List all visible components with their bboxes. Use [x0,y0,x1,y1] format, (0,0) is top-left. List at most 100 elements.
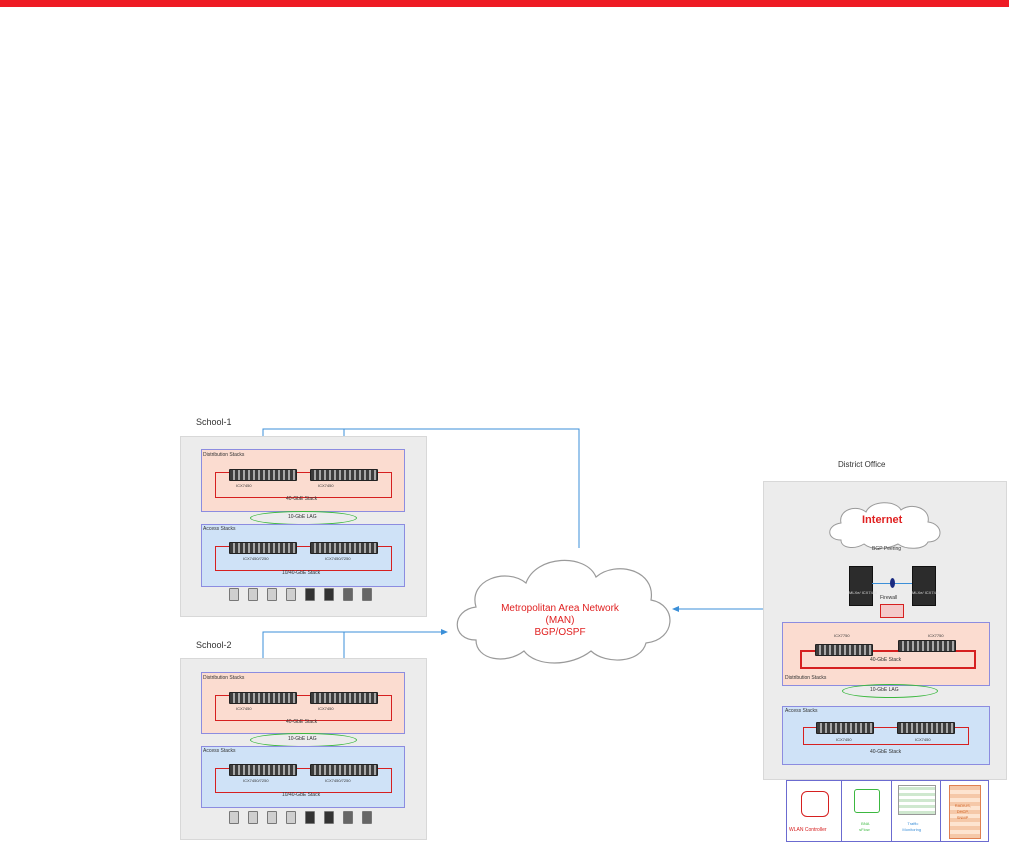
school1-dist-sw-right-label: ICX7450 [318,483,334,488]
district-acc-sw-right-label: ICX7450 [915,737,931,742]
district-acc-switch-right[interactable] [897,722,955,734]
radius-label: RADIUS, [954,803,971,808]
school1-dist-stack-label: 40-GbE Stack [286,496,318,502]
access-point-icon [267,811,277,824]
school1-acc-switch-right[interactable] [310,542,378,554]
monitor-chart-icon [898,785,937,815]
bgp-label: BGP Peering [872,546,902,552]
school2-dist-sw-left-label: ICX7450 [236,706,252,711]
server-icon [948,785,981,839]
school2-acc-label: Access Stacks [203,748,236,754]
school2-dist-switch-left[interactable] [229,692,297,704]
internet-cloud-icon [829,502,941,549]
district-lag-ellipse [842,684,938,698]
management-tools: WLAN Controller BNA sFlow Traffic Monito… [786,780,989,842]
router-right[interactable] [912,566,936,606]
arrow-district [672,606,679,612]
school1-endpoints [229,588,372,601]
school2-acc-stack-label: 10/40-GbE Stack [282,792,321,798]
ip-phone-icon [305,811,315,824]
school1-acc-label: Access Stacks [203,526,236,532]
school1-dist-switch-right[interactable] [310,469,378,481]
school2-acc-switch-right[interactable] [310,764,378,776]
top-accent-bar [0,0,1009,7]
school2-title: School-2 [196,640,232,650]
phone-icon [229,811,239,824]
school2-acc-sw-left-label: ICX7450/7250 [243,778,269,783]
school2-acc-box [201,746,405,808]
school1-acc-sw-right-label: ICX7450/7250 [325,556,351,561]
globe-icon [854,789,881,813]
school1-title: School-1 [196,417,232,427]
snmp-label: SNMP [956,815,969,820]
district-lag-label: 10-GbE LAG [870,687,899,693]
school1-acc-switch-left[interactable] [229,542,297,554]
laptop-icon [286,811,296,824]
laptop-icon [286,588,296,601]
district-acc-loop [803,727,969,745]
access-point-icon [267,588,277,601]
firewall-icon [880,604,904,618]
school1-acc-sw-left-label: ICX7450/7250 [243,556,269,561]
monitoring-label: Monitoring [902,827,922,832]
traffic-label: Traffic [907,821,919,826]
wlan-controller-icon [801,791,829,817]
district-acc-switch-left[interactable] [816,722,874,734]
school1-dist-loop [215,472,392,498]
school1-dist-label: Distribution Stacks [203,452,245,458]
wlan-controller-tile[interactable]: WLAN Controller [787,781,843,841]
bna-sflow-tile[interactable]: BNA sFlow [842,781,893,841]
school1-acc-loop [215,546,392,571]
district-dist-loop [800,650,976,669]
ip-phone-icon [305,588,315,601]
router-left-label: MLXe/ ICX7450 [849,590,878,595]
district-title: District Office [838,460,886,469]
school2-dist-sw-right-label: ICX7450 [318,706,334,711]
district-dist-switch-left[interactable] [815,644,873,656]
firewall-label: Firewall [880,595,898,601]
district-acc-stack-label: 40-GbE Stack [870,749,902,755]
man-label: Metropolitan Area Network (MAN) BGP/OSPF [470,603,650,639]
camera-icon [343,811,353,824]
district-dist-sw-left-label: ICX7750 [834,633,850,638]
router-left[interactable] [849,566,873,606]
school2-acc-switch-left[interactable] [229,764,297,776]
man-line1: Metropolitan Area Network [501,603,619,614]
school1-acc-stack-label: 10/40-GbE Stack [282,570,321,576]
man-line2: (MAN) [545,615,575,626]
phone-icon [229,588,239,601]
school1-dist-switch-left[interactable] [229,469,297,481]
internet-label: Internet [862,514,903,526]
traffic-monitoring-tile[interactable]: Traffic Monitoring [892,781,941,841]
radius-tile[interactable]: RADIUS, DHCP, SNMP [941,781,988,841]
district-acc-label: Access Stacks [785,708,818,714]
lag-indicator-icon [890,578,895,588]
school2-dist-stack-label: 40-GbE Stack [286,719,318,725]
man-cloud-icon [456,559,671,664]
dhcp-label: DHCP, [956,809,969,814]
bna-label: BNA [861,821,870,826]
school2-endpoints [229,811,372,824]
district-dist-stack-label: 40-GbE Stack [870,657,902,663]
district-dist-sw-right-label: ICX7750 [928,633,944,638]
school1-acc-box [201,524,405,587]
man-line3: BGP/OSPF [534,627,586,638]
laptop-icon [248,811,258,824]
district-acc-sw-left-label: ICX7450 [836,737,852,742]
router-right-label: MLXe/ ICX7450 [912,590,941,595]
district-dist-switch-right[interactable] [898,640,956,652]
school2-dist-loop [215,695,392,721]
district-dist-label: Distribution Stacks [785,675,827,681]
sflow-label: sFlow [859,827,870,832]
light-icon [362,588,372,601]
school1-dist-sw-left-label: ICX7450 [236,483,252,488]
camera-icon [343,588,353,601]
laptop-icon [248,588,258,601]
school2-lag-label: 10-GbE LAG [288,736,317,742]
wlan-label: WLAN Controller [789,827,827,833]
ip-phone-icon [324,811,334,824]
ip-phone-icon [324,588,334,601]
school2-acc-sw-right-label: ICX7450/7250 [325,778,351,783]
school2-dist-label: Distribution Stacks [203,675,245,681]
school2-dist-switch-right[interactable] [310,692,378,704]
